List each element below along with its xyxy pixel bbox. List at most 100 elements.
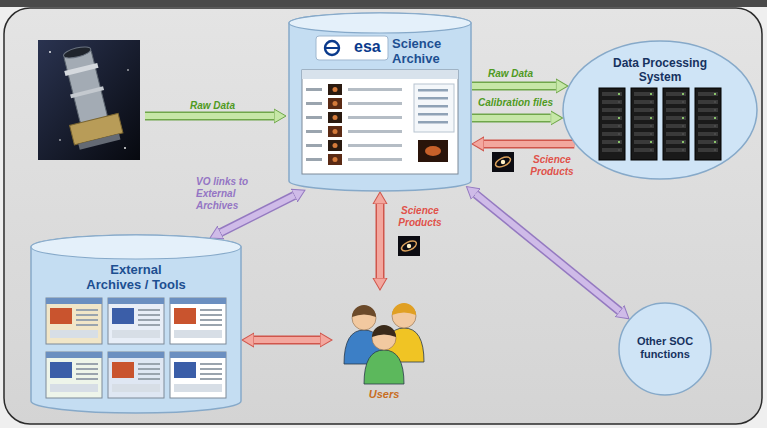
screen-thumb-dot xyxy=(333,115,338,120)
server-light xyxy=(650,117,652,119)
server-light xyxy=(650,149,652,151)
screen-side xyxy=(414,84,454,132)
arrow-body xyxy=(484,141,574,147)
tool-pane xyxy=(112,362,134,378)
server-slot xyxy=(666,116,686,120)
screen-row xyxy=(306,88,322,91)
external-cylinder-body xyxy=(31,235,241,413)
galaxy-icon xyxy=(398,236,420,256)
edge-label: Calibration files xyxy=(478,97,570,109)
server-slot xyxy=(634,108,654,112)
logo-box xyxy=(316,36,388,60)
screen-thumb-dot xyxy=(333,157,338,162)
screen-thumb xyxy=(328,84,342,95)
star xyxy=(49,51,51,53)
server-slot xyxy=(698,124,718,128)
external-cylinder xyxy=(31,235,241,413)
server-light xyxy=(682,117,684,119)
label-holder: Science Products xyxy=(392,205,448,229)
archive-screenshot xyxy=(302,70,458,174)
soc-circle-outline xyxy=(619,303,711,395)
users-icon xyxy=(344,303,424,384)
tool-strip xyxy=(174,384,222,392)
server-light xyxy=(682,149,684,151)
block-arrow xyxy=(472,85,556,86)
server-slot xyxy=(602,140,622,144)
edge-label: VO links to External Archives xyxy=(196,176,262,212)
tool-pane xyxy=(174,308,196,324)
server-light xyxy=(682,125,684,127)
tool-line xyxy=(138,324,160,326)
raw-data-arrow xyxy=(145,116,274,117)
server-light xyxy=(714,149,716,151)
galaxy-core xyxy=(501,160,505,164)
tool-pane xyxy=(50,308,72,324)
server-slot xyxy=(602,92,622,96)
archive-cylinder xyxy=(289,13,471,191)
arrow-outline xyxy=(472,81,556,90)
server-slot xyxy=(602,108,622,112)
screen-preview xyxy=(418,140,448,162)
tool-line xyxy=(138,319,160,321)
logo-bar xyxy=(324,47,340,49)
tool-line xyxy=(76,363,98,365)
node-text: Science Archive xyxy=(392,36,466,66)
label-holder: Science Products xyxy=(524,154,580,178)
tool-frame xyxy=(46,352,102,398)
tool-line xyxy=(138,309,160,311)
tool-screenshot xyxy=(46,298,102,344)
server-slot xyxy=(666,92,686,96)
tool-line xyxy=(200,314,222,316)
arrow-outline xyxy=(484,139,574,148)
server-slot xyxy=(634,148,654,152)
satellite-picture xyxy=(38,40,140,160)
server-light xyxy=(682,93,684,95)
server-slot xyxy=(666,140,686,144)
server-slot xyxy=(666,148,686,152)
screen-row xyxy=(348,158,402,161)
person-hair xyxy=(372,325,396,337)
screen-thumb xyxy=(328,98,342,109)
spacecraft-body xyxy=(63,48,108,125)
screen-row xyxy=(348,130,402,133)
star xyxy=(124,147,126,149)
tool-line xyxy=(138,368,160,370)
label-holder: Calibration files xyxy=(478,97,570,109)
arrow-outline xyxy=(375,204,384,278)
galaxy-icon xyxy=(492,152,514,172)
tool-bar xyxy=(170,298,226,304)
server-light xyxy=(682,133,684,135)
screen-row xyxy=(348,116,402,119)
server-light xyxy=(650,101,652,103)
galaxy-ground xyxy=(398,236,420,256)
tool-line xyxy=(138,373,160,375)
server-light xyxy=(618,125,620,127)
logo-text: esa xyxy=(354,38,381,56)
tool-line xyxy=(200,373,222,375)
server-light xyxy=(618,93,620,95)
server-slot xyxy=(602,132,622,136)
edge-label: Science Products xyxy=(392,205,448,229)
tool-screenshot xyxy=(108,298,164,344)
screen-side-line xyxy=(418,121,448,124)
server-light xyxy=(650,93,652,95)
space-ground xyxy=(38,40,140,160)
server-light xyxy=(650,141,652,143)
tool-screenshot xyxy=(46,352,102,398)
person-head xyxy=(352,306,376,330)
block-arrow xyxy=(476,194,620,311)
arrow-outline xyxy=(472,113,551,122)
galaxy-core xyxy=(407,244,411,248)
edge-label: Science Products xyxy=(524,154,580,178)
server-slot xyxy=(666,108,686,112)
tool-bar xyxy=(46,352,102,358)
server-rack xyxy=(663,88,689,160)
logo-ring xyxy=(325,41,339,55)
screen-thumb xyxy=(328,140,342,151)
tool-line xyxy=(138,363,160,365)
server-slot xyxy=(666,100,686,104)
server-slot xyxy=(634,100,654,104)
arrow-body xyxy=(472,115,551,121)
server-light xyxy=(650,109,652,111)
screen-thumb xyxy=(328,154,342,165)
